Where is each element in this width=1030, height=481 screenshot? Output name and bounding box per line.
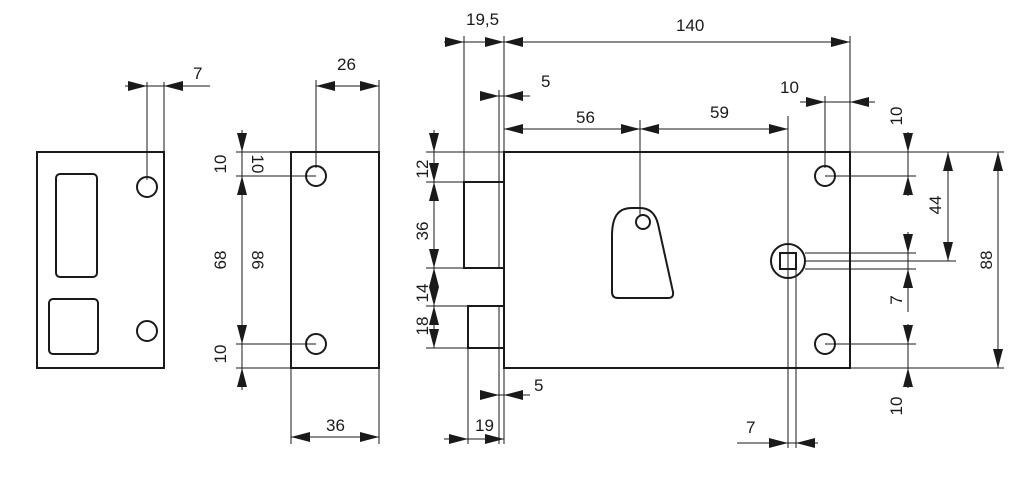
dim-label-5: 5 xyxy=(541,72,550,91)
dim-label-10-rotated: 10 xyxy=(248,155,267,174)
arrowhead xyxy=(504,37,523,47)
arrowhead xyxy=(993,349,1003,368)
dim-label-10: 10 xyxy=(887,107,906,126)
arrowhead xyxy=(480,390,499,400)
arrowhead xyxy=(237,368,247,387)
arrowhead xyxy=(360,81,379,91)
arrowhead xyxy=(504,124,523,134)
arrowhead xyxy=(903,133,913,152)
dim-label-10: 10 xyxy=(780,78,799,97)
arrowhead xyxy=(485,37,504,47)
dim-label-5: 5 xyxy=(534,376,543,395)
dim-label-14: 14 xyxy=(413,284,432,303)
keeper-outline xyxy=(290,151,380,369)
arrowhead xyxy=(850,97,869,107)
back-plate-view: 7 xyxy=(36,64,210,369)
arrowhead xyxy=(485,434,504,444)
back-plate-outline xyxy=(36,151,165,369)
dim-label-18: 18 xyxy=(413,317,432,336)
arrowhead xyxy=(429,306,439,325)
arrowhead xyxy=(943,152,953,171)
dim-label-10: 10 xyxy=(211,345,230,364)
arrowhead xyxy=(429,163,439,182)
dim-label-10: 10 xyxy=(887,397,906,416)
arrowhead xyxy=(480,91,499,101)
arrowhead xyxy=(360,432,379,442)
dim-label-10: 10 xyxy=(211,155,230,174)
dim-label-36: 36 xyxy=(413,222,432,241)
arrowhead xyxy=(429,268,439,287)
dim-label-56: 56 xyxy=(576,108,595,127)
dim-label-12: 12 xyxy=(413,160,432,179)
arrowhead xyxy=(237,176,247,195)
main-bolt xyxy=(463,181,505,269)
arrowhead xyxy=(796,438,815,448)
dim-label-19-5: 19,5 xyxy=(466,10,499,29)
arrowhead xyxy=(903,325,913,344)
arrowhead xyxy=(316,81,335,91)
dim-label-7: 7 xyxy=(193,64,202,83)
upper-slot xyxy=(55,173,98,278)
arrowhead xyxy=(903,269,913,288)
dim-label-59: 59 xyxy=(710,103,729,122)
arrowhead xyxy=(445,37,464,47)
arrowhead xyxy=(769,438,788,448)
arrowhead xyxy=(429,133,439,152)
arrowhead xyxy=(504,390,523,400)
arrowhead xyxy=(429,287,439,306)
arrowhead xyxy=(903,234,913,253)
arrowhead xyxy=(903,368,913,387)
lock-body-view: 19,5 140 5 56 59 10 12 xyxy=(413,10,1004,448)
arrowhead xyxy=(429,249,439,268)
arrowhead xyxy=(128,81,147,91)
arrowhead xyxy=(237,133,247,152)
latch-bolt xyxy=(467,305,505,349)
lock-case-outline xyxy=(503,151,851,369)
dim-label-26: 26 xyxy=(337,55,356,74)
arrowhead xyxy=(640,124,659,134)
dim-label-88: 88 xyxy=(977,251,996,270)
arrowhead xyxy=(831,37,850,47)
lower-hole xyxy=(136,320,158,342)
lower-slot xyxy=(48,298,99,355)
arrowhead xyxy=(164,81,183,91)
arrowhead xyxy=(291,432,310,442)
arrowhead xyxy=(993,152,1003,171)
arrowhead xyxy=(429,329,439,348)
dim-label-7: 7 xyxy=(887,295,906,304)
keyhole-pin xyxy=(635,214,651,230)
arrowhead xyxy=(621,124,640,134)
arrowhead xyxy=(943,242,953,261)
dim-label-68: 68 xyxy=(211,251,230,270)
arrowhead xyxy=(769,124,788,134)
arrowhead xyxy=(429,182,439,201)
dim-label-44: 44 xyxy=(926,196,945,215)
arrowhead xyxy=(504,91,523,101)
arrowhead xyxy=(903,176,913,195)
dim-label-36: 36 xyxy=(326,416,345,435)
keyhole-escutcheon xyxy=(611,207,675,299)
dim-label-19: 19 xyxy=(475,416,494,435)
arrowhead xyxy=(449,434,468,444)
arrowhead xyxy=(806,97,825,107)
dim-label-86: 86 xyxy=(248,251,267,270)
dim-label-7: 7 xyxy=(746,418,755,437)
dim-label-140: 140 xyxy=(676,16,704,35)
keeper-view: 26 10 10 68 86 10 36 xyxy=(211,55,380,444)
arrowhead xyxy=(237,325,247,344)
